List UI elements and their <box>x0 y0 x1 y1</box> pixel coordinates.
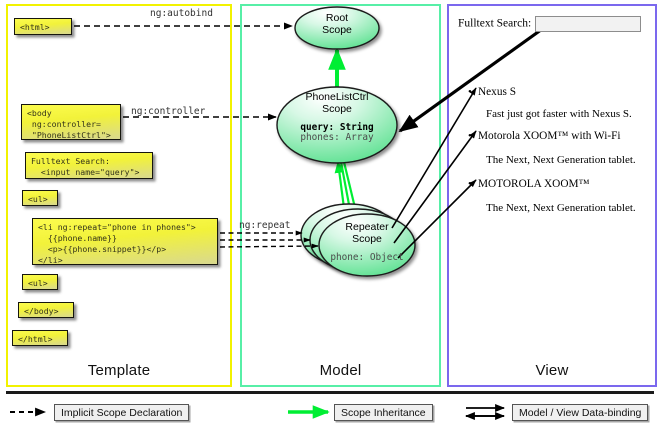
view-search-label: Fulltext Search: <box>458 17 532 30</box>
code-box-ul-close: <ul> <box>22 274 58 290</box>
repeat-connectors <box>219 230 319 249</box>
view-search-row: Fulltext Search: <box>458 16 642 32</box>
view-content: Fulltext Search: • Nexus S Fast just got… <box>452 8 650 368</box>
view-bullet-3: • <box>468 178 472 190</box>
legend-glyph-databinding <box>465 404 505 420</box>
code-box-html-close: </html> <box>12 330 68 346</box>
root-scope-ellipse <box>294 6 380 50</box>
databinding-item1-arrow <box>391 87 477 229</box>
legend-label-implicit: Implicit Scope Declaration <box>54 404 190 421</box>
code-box-body-close: </body> <box>18 302 74 318</box>
code-box-ul-open: <ul> <box>22 190 58 206</box>
phonelistctrl-scope-ellipse <box>276 86 398 164</box>
repeater-scope-ellipse-front <box>318 213 416 277</box>
view-item-snippet-1: Fast just got faster with Nexus S. <box>486 108 632 120</box>
legend-label-databinding: Model / View Data-binding <box>512 404 649 421</box>
code-box-li-repeat: <li ng:repeat="phone in phones"> {{phone… <box>32 218 218 265</box>
databinding-item2-arrow <box>393 130 477 244</box>
view-bullet-1: • <box>468 86 472 98</box>
column-label-template: Template <box>87 362 151 379</box>
view-item-name-2: Motorola XOOM™ with Wi-Fi <box>478 130 621 142</box>
code-box-fulltext-search: Fulltext Search: <input name="query"> <box>25 152 153 179</box>
column-view: View <box>447 4 657 387</box>
view-item-name-1: Nexus S <box>478 86 516 98</box>
legend-label-inheritance: Scope Inheritance <box>334 404 433 421</box>
code-box-body-open: <body ng:controller= "PhoneListCtrl"> <box>21 104 121 140</box>
databinding-query-arrow <box>398 20 553 133</box>
label-ng-autobind: ng:autobind <box>150 8 213 19</box>
column-label-model: Model <box>319 362 362 379</box>
view-bullet-2: • <box>468 130 472 142</box>
view-item-name-3: MOTOROLA XOOM™ <box>478 178 590 190</box>
column-label-view: View <box>535 362 569 379</box>
label-ng-repeat: ng:repeat <box>239 220 291 231</box>
view-item-snippet-3: The Next, Next Generation tablet. <box>486 202 636 214</box>
databinding-item3-arrow <box>397 179 477 259</box>
column-model: Model <box>240 4 441 387</box>
legend-separator <box>6 391 654 394</box>
legend-glyph-layer <box>10 404 505 420</box>
label-ng-controller: ng:controller <box>131 106 206 117</box>
view-item-snippet-2: The Next, Next Generation tablet. <box>486 154 636 166</box>
code-box-html-open: <html> <box>14 18 72 35</box>
view-search-input[interactable] <box>535 16 642 32</box>
